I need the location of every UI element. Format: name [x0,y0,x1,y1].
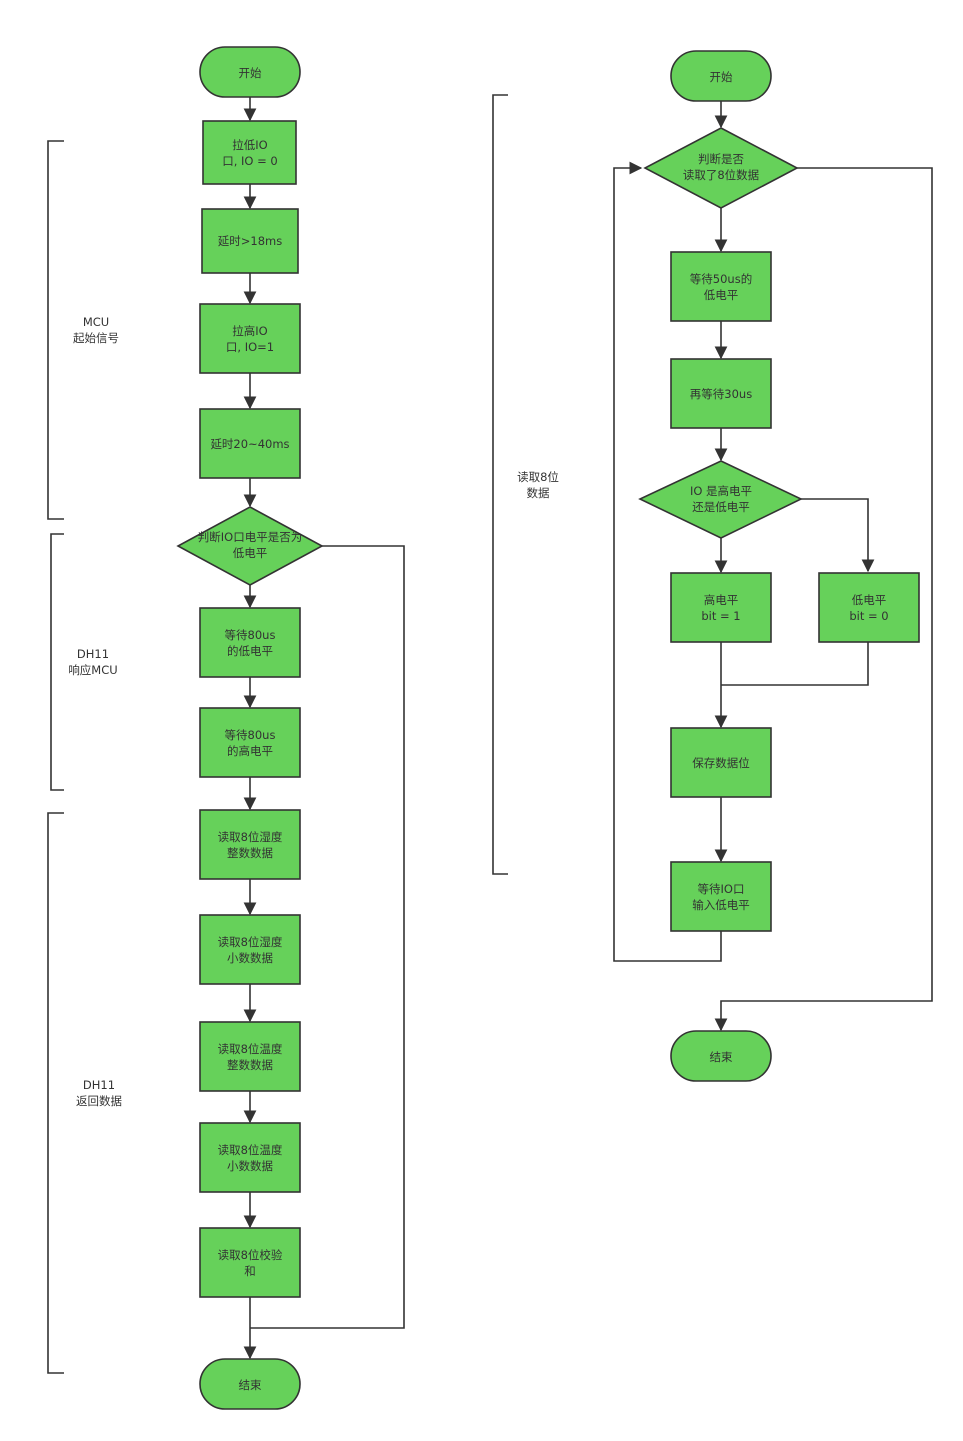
svg-text:MCU: MCU [83,315,109,329]
svg-text:bit = 0: bit = 0 [849,609,888,623]
bracket-label-mcu: MCU 起始信号 [73,315,119,345]
process-pull-low-io: 拉低IO 口, IO = 0 [202,120,297,185]
decision-io-low: 判断IO口电平是否为 低电平 [176,506,324,586]
edge-rd2-rn4 [801,498,875,573]
svg-text:高电平: 高电平 [704,593,739,607]
process-wait-io-low: 等待IO口 输入低电平 [670,861,772,932]
decision-read-8bits: 判断是否 读取了8位数据 [643,127,799,209]
svg-text:的高电平: 的高电平 [227,744,273,758]
process-wait-30us: 再等待30us [670,358,772,429]
svg-text:DH11: DH11 [77,647,109,661]
svg-text:判断是否: 判断是否 [698,152,744,166]
svg-text:还是低电平: 还是低电平 [692,500,750,514]
svg-text:DH11: DH11 [83,1078,115,1092]
process-read-temp-int: 读取8位温度 整数数据 [199,1021,301,1092]
left-connectors [243,97,405,1360]
bracket-label-respond: DH11 响应MCU [68,647,117,677]
svg-text:和: 和 [244,1264,256,1278]
svg-text:低电平: 低电平 [852,593,887,607]
svg-text:输入低电平: 输入低电平 [692,898,750,912]
process-wait-80us-low: 等待80us 的低电平 [199,607,301,678]
svg-text:读取8位湿度: 读取8位湿度 [218,830,283,844]
right-connectors [613,101,933,1032]
svg-text:保存数据位: 保存数据位 [692,756,750,770]
svg-text:拉低IO: 拉低IO [232,138,267,152]
svg-text:低电平: 低电平 [704,288,739,302]
svg-text:小数数据: 小数数据 [227,951,273,965]
left-brackets [47,94,508,1374]
svg-text:读取8位湿度: 读取8位湿度 [218,935,283,949]
process-read-humidity-int: 读取8位湿度 整数数据 [199,809,301,880]
svg-text:整数数据: 整数数据 [227,1058,273,1072]
svg-text:开始: 开始 [239,66,262,80]
bracket-dh11-return [47,812,64,1374]
svg-text:延时>18ms: 延时>18ms [218,234,282,248]
terminal-start-right: 开始 [670,50,772,102]
svg-text:口, IO = 0: 口, IO = 0 [222,154,278,168]
svg-text:IO 是高电平: IO 是高电平 [690,484,752,498]
svg-text:低电平: 低电平 [233,546,268,560]
edge-rn4-merge [721,642,869,686]
bracket-label-read8: 读取8位 数据 [517,470,559,500]
svg-text:bit = 1: bit = 1 [701,609,740,623]
bracket-label-return: DH11 返回数据 [76,1078,122,1108]
terminal-start-left: 开始 [199,46,301,98]
svg-text:小数数据: 小数数据 [227,1159,273,1173]
svg-text:结束: 结束 [710,1050,733,1064]
svg-text:读取8位校验: 读取8位校验 [218,1248,283,1262]
edge-rn6-loop-back [613,161,722,962]
terminal-end-left: 结束 [199,1358,301,1410]
left-flowchart: 开始 拉低IO 口, IO = 0 延时>18ms 拉高IO 口, IO=1 延… [176,46,405,1410]
terminal-end-right: 结束 [670,1030,772,1082]
bracket-read-8bit [492,94,508,875]
process-high-bit1: 高电平 bit = 1 [670,572,772,643]
svg-text:开始: 开始 [710,70,733,84]
svg-text:等待80us: 等待80us [225,628,276,642]
process-read-checksum: 读取8位校验 和 [199,1227,301,1298]
svg-text:数据: 数据 [527,486,550,500]
process-read-temp-dec: 读取8位温度 小数数据 [199,1122,301,1193]
process-delay-20-40ms: 延时20~40ms [199,408,301,479]
process-wait-80us-high: 等待80us 的高电平 [199,707,301,778]
svg-text:整数数据: 整数数据 [227,846,273,860]
svg-text:再等待30us: 再等待30us [690,387,752,401]
svg-text:读取了8位数据: 读取了8位数据 [683,168,760,182]
svg-text:响应MCU: 响应MCU [68,663,117,677]
svg-text:延时20~40ms: 延时20~40ms [210,437,289,451]
svg-text:起始信号: 起始信号 [73,331,119,345]
bracket-mcu-start [47,140,64,520]
svg-text:读取8位温度: 读取8位温度 [218,1143,283,1157]
svg-text:拉高IO: 拉高IO [232,324,267,338]
process-pull-high-io: 拉高IO 口, IO=1 [199,303,301,374]
process-delay-18ms: 延时>18ms [201,208,299,274]
svg-text:等待50us的: 等待50us的 [690,272,752,286]
svg-text:口, IO=1: 口, IO=1 [226,340,274,354]
process-save-bit: 保存数据位 [670,727,772,798]
svg-text:判断IO口电平是否为: 判断IO口电平是否为 [198,530,302,544]
bracket-dh11-respond [50,533,64,791]
svg-text:结束: 结束 [239,1378,262,1392]
svg-text:等待IO口: 等待IO口 [698,882,745,896]
svg-text:读取8位: 读取8位 [517,470,559,484]
process-read-humidity-dec: 读取8位湿度 小数数据 [199,914,301,985]
svg-text:返回数据: 返回数据 [76,1094,122,1108]
process-low-bit0: 低电平 bit = 0 [818,572,920,643]
svg-text:的低电平: 的低电平 [227,644,273,658]
svg-text:读取8位温度: 读取8位温度 [218,1042,283,1056]
right-flowchart: 开始 判断是否 读取了8位数据 等待50us的 低电平 再等待30us IO 是… [613,50,933,1082]
svg-text:等待80us: 等待80us [225,728,276,742]
decision-io-level: IO 是高电平 还是低电平 [638,460,803,539]
process-wait-50us: 等待50us的 低电平 [670,251,772,322]
edge-d1-loop-right [250,545,405,1329]
edge-rd1-exit [714,167,933,1032]
